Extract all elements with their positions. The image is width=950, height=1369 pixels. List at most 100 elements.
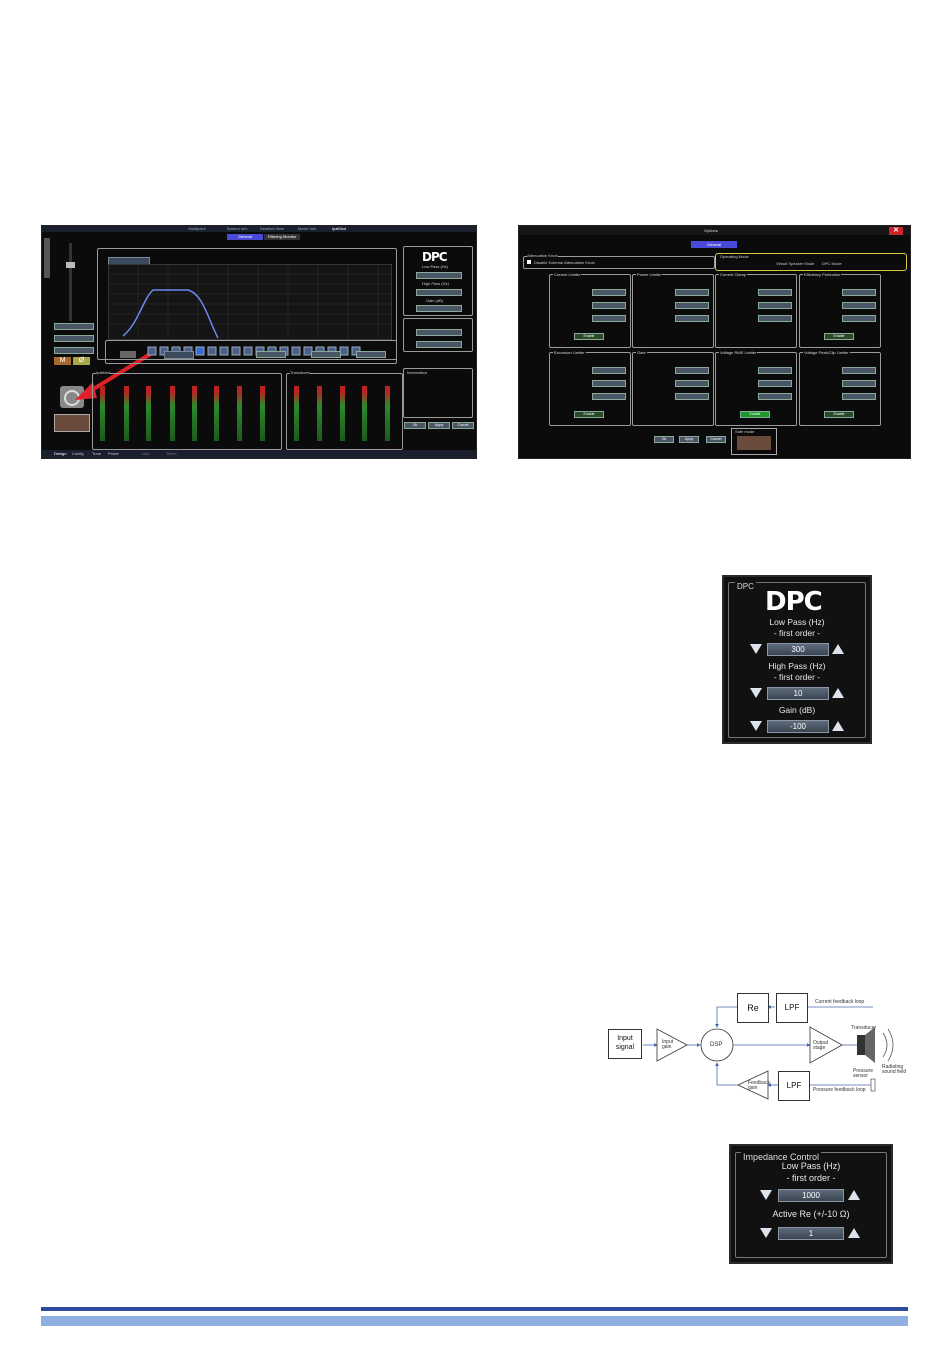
dpc-mode-radio[interactable]: DPC Mode bbox=[822, 261, 842, 266]
option-stepper[interactable] bbox=[758, 315, 792, 322]
option-stepper[interactable] bbox=[758, 367, 792, 374]
increment-icon[interactable] bbox=[847, 1227, 861, 1239]
active-re-stepper[interactable]: 1 bbox=[759, 1226, 863, 1240]
header-tab[interactable]: System Info bbox=[226, 226, 248, 231]
tab-general[interactable]: General bbox=[691, 241, 737, 248]
option-stepper[interactable] bbox=[592, 315, 626, 322]
enabled-toggle[interactable] bbox=[120, 351, 136, 358]
bottom-tab[interactable]: Mixer bbox=[167, 451, 177, 456]
ok-button[interactable]: Ok bbox=[404, 422, 426, 429]
option-stepper[interactable] bbox=[592, 302, 626, 309]
fader-handle[interactable] bbox=[66, 262, 75, 268]
header-tab[interactable]: IpalMod bbox=[331, 226, 347, 231]
high-pass-stepper[interactable]: 10 bbox=[749, 686, 847, 700]
pressure-loop-label: Pressure feedback loop bbox=[813, 1087, 866, 1093]
close-icon[interactable]: ✕ bbox=[889, 227, 903, 235]
active-re-value[interactable]: 1 bbox=[778, 1227, 844, 1240]
enable-button[interactable]: Enable bbox=[574, 411, 604, 418]
option-stepper[interactable] bbox=[842, 380, 876, 387]
level-stepper[interactable] bbox=[54, 323, 94, 330]
group-label: Attenuation Knob bbox=[527, 253, 558, 258]
option-stepper[interactable] bbox=[592, 393, 626, 400]
header-tab[interactable]: Multipoint bbox=[188, 226, 206, 231]
option-stepper[interactable] bbox=[842, 302, 876, 309]
ok-button[interactable]: Ok bbox=[654, 436, 674, 443]
apply-button[interactable]: Apply bbox=[679, 436, 699, 443]
option-stepper[interactable] bbox=[675, 315, 709, 322]
dpc-high-pass-stepper[interactable] bbox=[416, 289, 462, 296]
option-stepper[interactable] bbox=[675, 393, 709, 400]
bottom-tab[interactable]: Config bbox=[72, 451, 84, 456]
increment-icon[interactable] bbox=[831, 643, 845, 655]
apply-button[interactable]: Apply bbox=[428, 422, 450, 429]
low-pass-stepper[interactable]: 1000 bbox=[759, 1188, 863, 1202]
enable-button[interactable]: Enable bbox=[824, 411, 854, 418]
option-stepper[interactable] bbox=[758, 380, 792, 387]
option-stepper[interactable] bbox=[675, 302, 709, 309]
filter-group bbox=[97, 248, 397, 360]
bottom-tab[interactable]: Link bbox=[142, 451, 150, 456]
bottom-tab[interactable]: Tune bbox=[92, 451, 101, 456]
decrement-icon[interactable] bbox=[749, 720, 763, 732]
low-pass-value[interactable]: 300 bbox=[767, 643, 829, 656]
dpc-title: DPC bbox=[735, 582, 756, 591]
tab-general[interactable]: General bbox=[227, 234, 263, 240]
increment-icon[interactable] bbox=[831, 687, 845, 699]
low-pass-value[interactable]: 1000 bbox=[778, 1189, 844, 1202]
decrement-icon[interactable] bbox=[759, 1189, 773, 1201]
bottom-tab[interactable]: Probe bbox=[108, 451, 119, 456]
type-dropdown[interactable] bbox=[164, 351, 194, 359]
option-stepper[interactable] bbox=[675, 367, 709, 374]
option-stepper[interactable] bbox=[675, 289, 709, 296]
dpc-gain-label: Gain (dB) bbox=[426, 298, 444, 303]
increment-icon[interactable] bbox=[831, 720, 845, 732]
bottom-tab[interactable]: Design bbox=[54, 451, 67, 456]
high-pass-value[interactable]: 10 bbox=[767, 687, 829, 700]
option-stepper[interactable] bbox=[842, 315, 876, 322]
gain-stepper[interactable]: -100 bbox=[749, 719, 847, 733]
virtual-speaker-radio[interactable]: Virtual Speaker Mode bbox=[776, 261, 815, 266]
freq-stepper[interactable] bbox=[256, 351, 286, 358]
decrement-icon[interactable] bbox=[749, 643, 763, 655]
imp-re-stepper[interactable] bbox=[416, 341, 462, 348]
increment-icon[interactable] bbox=[847, 1189, 861, 1201]
header-tab[interactable]: Detailed View bbox=[259, 226, 285, 231]
option-stepper[interactable] bbox=[592, 289, 626, 296]
option-stepper[interactable] bbox=[842, 289, 876, 296]
option-stepper[interactable] bbox=[675, 380, 709, 387]
decrement-icon[interactable] bbox=[749, 687, 763, 699]
option-stepper[interactable] bbox=[592, 380, 626, 387]
option-stepper[interactable] bbox=[842, 367, 876, 374]
tab-filtering-monitor[interactable]: Filtering Monitor bbox=[264, 234, 300, 240]
info-title: Information bbox=[407, 370, 428, 375]
option-stepper[interactable] bbox=[758, 393, 792, 400]
dpc-low-pass-stepper[interactable] bbox=[416, 272, 462, 279]
side-tab[interactable] bbox=[44, 238, 50, 278]
option-stepper[interactable] bbox=[758, 289, 792, 296]
level-stepper[interactable] bbox=[54, 335, 94, 342]
dpc-logo: DPC bbox=[422, 250, 448, 264]
enable-button[interactable]: Enable bbox=[740, 411, 770, 418]
option-stepper[interactable] bbox=[758, 302, 792, 309]
gain-stepper[interactable] bbox=[356, 351, 386, 358]
q-stepper[interactable] bbox=[311, 351, 341, 358]
low-pass-stepper[interactable]: 300 bbox=[749, 642, 847, 656]
enable-button[interactable]: Enable bbox=[574, 333, 604, 340]
cancel-button[interactable]: Cancel bbox=[706, 436, 726, 443]
dpc-gain-stepper[interactable] bbox=[416, 305, 462, 312]
disable-knob-checkbox[interactable] bbox=[527, 260, 531, 264]
decrement-icon[interactable] bbox=[759, 1227, 773, 1239]
option-stepper[interactable] bbox=[592, 367, 626, 374]
mute-button[interactable]: M bbox=[54, 357, 71, 365]
option-stepper[interactable] bbox=[842, 393, 876, 400]
enable-button[interactable]: Enable bbox=[824, 333, 854, 340]
level-stepper[interactable] bbox=[54, 347, 94, 354]
level-meter bbox=[294, 386, 299, 441]
header-tab[interactable]: Model Info bbox=[297, 226, 317, 231]
gain-value[interactable]: -100 bbox=[767, 720, 829, 733]
imp-low-pass-stepper[interactable] bbox=[416, 329, 462, 336]
cancel-button[interactable]: Cancel bbox=[452, 422, 474, 429]
phase-button[interactable]: Ø bbox=[73, 357, 90, 365]
